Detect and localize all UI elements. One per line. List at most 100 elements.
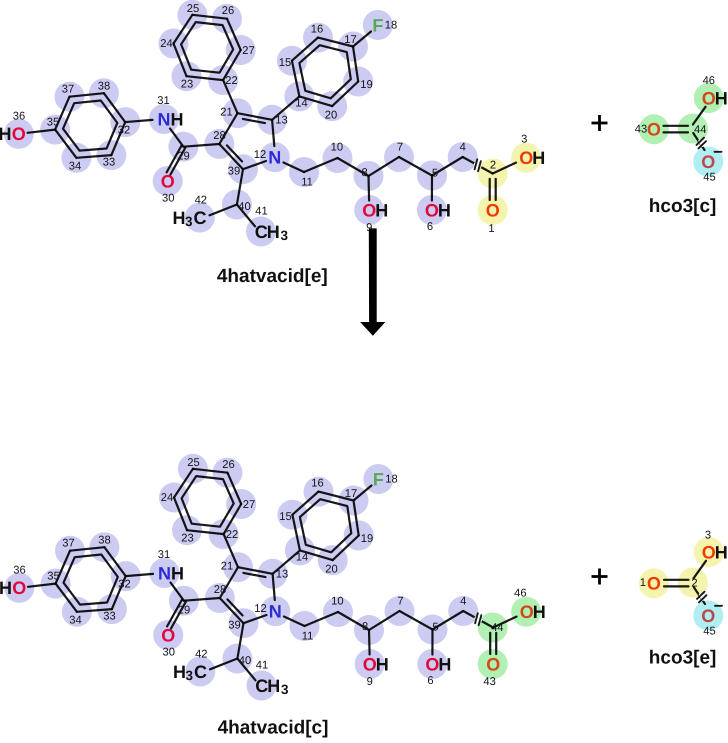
svg-text:H: H <box>715 88 728 108</box>
svg-text:O: O <box>702 542 716 562</box>
svg-text:H: H <box>171 563 184 583</box>
svg-text:24: 24 <box>161 492 173 504</box>
svg-text:44: 44 <box>491 622 503 634</box>
svg-text:27: 27 <box>242 45 254 57</box>
svg-text:19: 19 <box>361 533 373 545</box>
svg-text:O: O <box>362 200 376 220</box>
svg-text:14: 14 <box>296 552 308 564</box>
svg-text:O: O <box>702 88 716 108</box>
svg-text:4: 4 <box>460 595 466 607</box>
svg-text:12: 12 <box>254 603 266 615</box>
svg-text:C: C <box>194 662 207 682</box>
svg-text:34: 34 <box>69 615 81 627</box>
svg-text:30: 30 <box>162 192 174 204</box>
svg-text:O: O <box>647 120 661 140</box>
svg-text:30: 30 <box>162 646 174 658</box>
svg-text:18: 18 <box>385 474 397 486</box>
svg-text:O: O <box>519 148 533 168</box>
svg-text:6: 6 <box>427 675 433 687</box>
svg-text:5: 5 <box>432 167 438 179</box>
svg-text:H: H <box>375 200 388 220</box>
svg-text:28: 28 <box>214 584 226 596</box>
svg-text:15: 15 <box>279 511 291 523</box>
svg-text:23: 23 <box>181 533 193 545</box>
svg-text:37: 37 <box>62 538 74 550</box>
svg-text:F: F <box>372 15 383 35</box>
svg-text:37: 37 <box>62 84 74 96</box>
svg-text:26: 26 <box>222 459 234 471</box>
svg-text:3: 3 <box>185 214 193 229</box>
svg-text:25: 25 <box>187 3 199 15</box>
svg-text:22: 22 <box>225 75 237 87</box>
svg-text:31: 31 <box>157 95 169 107</box>
svg-text:3: 3 <box>281 682 289 697</box>
svg-text:40: 40 <box>239 655 251 667</box>
svg-text:H: H <box>171 109 184 129</box>
svg-text:38: 38 <box>98 81 110 93</box>
svg-text:43: 43 <box>635 124 647 136</box>
svg-text:H: H <box>267 676 280 696</box>
svg-text:C: C <box>194 208 207 228</box>
svg-text:H: H <box>0 578 12 598</box>
svg-text:N: N <box>268 147 281 167</box>
svg-text:O: O <box>363 654 377 674</box>
svg-text:35: 35 <box>47 571 59 583</box>
svg-text:O: O <box>520 602 534 622</box>
svg-text:41: 41 <box>256 660 268 672</box>
svg-text:33: 33 <box>103 611 115 623</box>
svg-text:27: 27 <box>243 499 255 511</box>
svg-text:10: 10 <box>331 596 343 608</box>
svg-text:H: H <box>376 654 389 674</box>
svg-text:41: 41 <box>255 206 267 218</box>
svg-text:39: 39 <box>228 620 240 632</box>
svg-text:42: 42 <box>195 194 207 206</box>
svg-text:H: H <box>438 654 451 674</box>
svg-text:O: O <box>12 124 26 144</box>
svg-text:N: N <box>158 563 171 583</box>
svg-text:26: 26 <box>222 5 234 17</box>
svg-text:32: 32 <box>118 125 130 137</box>
svg-text:17: 17 <box>344 34 356 46</box>
svg-text:H: H <box>173 208 186 228</box>
svg-text:35: 35 <box>47 117 59 129</box>
svg-text:3: 3 <box>521 134 527 146</box>
svg-text:20: 20 <box>325 110 337 122</box>
svg-text:25: 25 <box>187 457 199 469</box>
svg-text:45: 45 <box>703 626 715 638</box>
svg-text:3: 3 <box>281 228 289 243</box>
svg-text:H: H <box>267 222 280 242</box>
svg-text:22: 22 <box>226 529 238 541</box>
svg-text:H: H <box>438 200 451 220</box>
svg-text:13: 13 <box>275 115 287 127</box>
svg-text:12: 12 <box>254 149 266 161</box>
svg-text:O: O <box>486 200 500 220</box>
svg-text:34: 34 <box>69 161 81 173</box>
svg-text:4hatvacid[e]: 4hatvacid[e] <box>217 266 328 287</box>
svg-text:16: 16 <box>311 24 323 36</box>
svg-text:21: 21 <box>220 107 232 119</box>
svg-text:O: O <box>425 200 439 220</box>
svg-text:1: 1 <box>640 577 646 589</box>
svg-text:H: H <box>0 124 12 144</box>
svg-text:O: O <box>701 606 715 626</box>
svg-text:4hatvacid[c]: 4hatvacid[c] <box>218 718 329 738</box>
svg-text:H: H <box>533 602 546 622</box>
svg-text:45: 45 <box>703 171 715 183</box>
svg-text:O: O <box>701 152 715 172</box>
svg-text:3: 3 <box>186 668 194 683</box>
svg-text:24: 24 <box>160 38 172 50</box>
svg-text:28: 28 <box>213 130 225 142</box>
svg-text:20: 20 <box>325 564 337 576</box>
svg-text:46: 46 <box>703 75 715 87</box>
svg-text:6: 6 <box>427 221 433 233</box>
svg-text:2: 2 <box>691 577 697 589</box>
svg-text:7: 7 <box>397 595 403 607</box>
svg-text:10: 10 <box>331 142 343 154</box>
svg-text:H: H <box>715 542 728 562</box>
svg-text:4: 4 <box>460 141 466 153</box>
svg-text:40: 40 <box>238 201 250 213</box>
svg-text:44: 44 <box>694 124 706 136</box>
svg-text:32: 32 <box>118 579 130 591</box>
svg-text:42: 42 <box>195 648 207 660</box>
svg-text:1: 1 <box>488 223 494 235</box>
